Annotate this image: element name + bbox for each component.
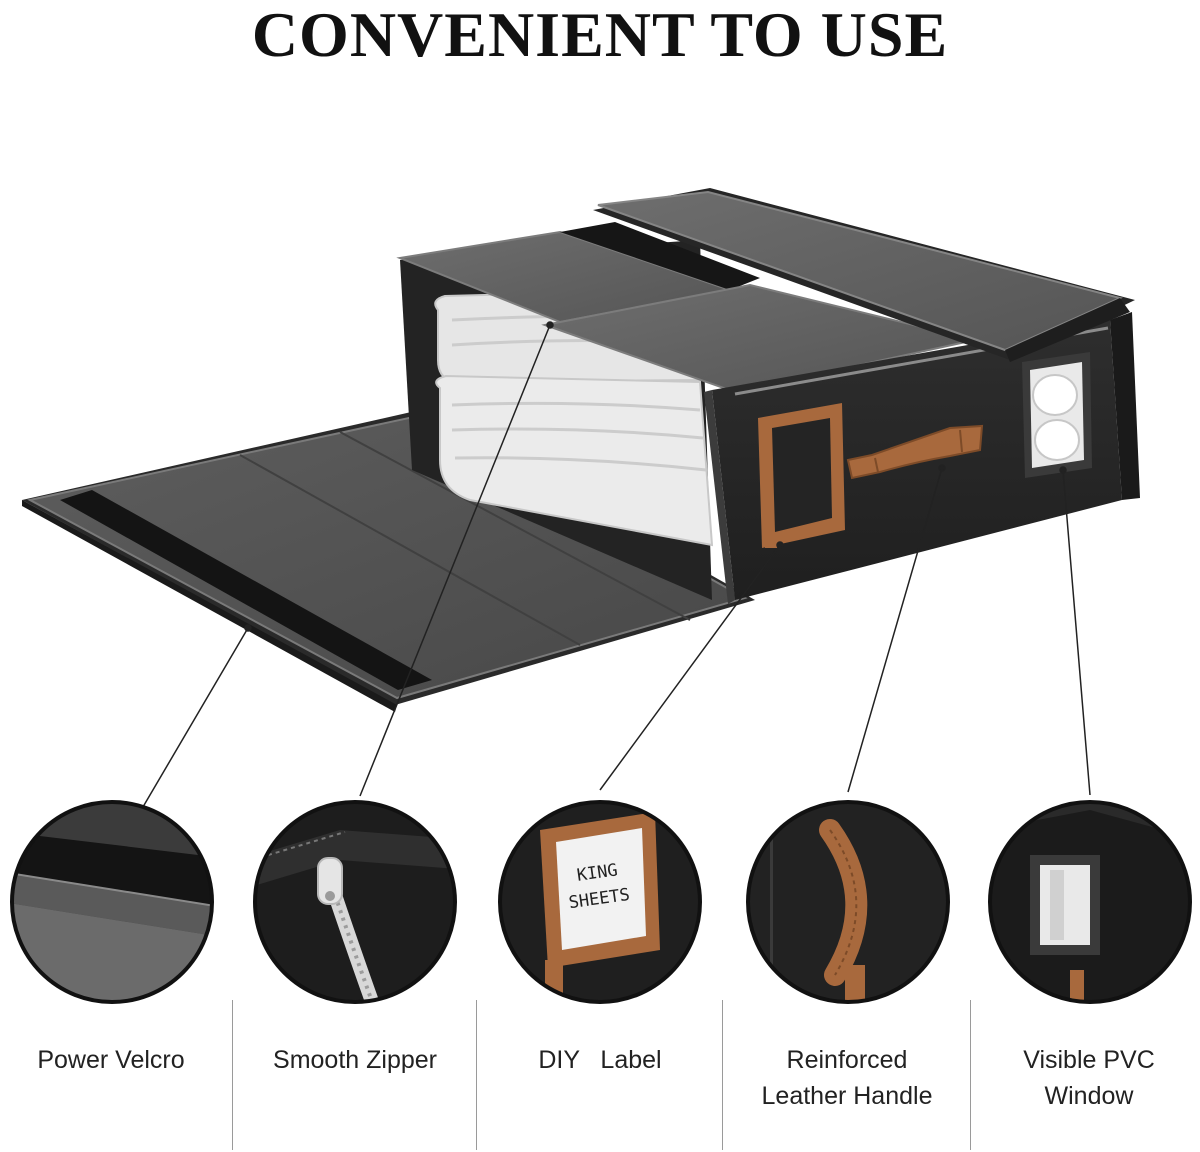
feature-label-diy: DIY Label	[538, 1046, 662, 1074]
feature-label-handle: Reinforced Leather Handle	[761, 1046, 933, 1110]
page-title: CONVENIENT TO USE	[251, 0, 949, 70]
divider-3	[722, 1000, 723, 1150]
detail-circle-handle	[746, 800, 950, 1004]
detail-circle-zipper	[253, 800, 457, 1004]
divider-1	[232, 1000, 233, 1150]
feature-label-window: Visible PVC Window	[1023, 1046, 1155, 1110]
label-frame	[758, 403, 845, 548]
divider-4	[970, 1000, 971, 1150]
box-lid	[593, 188, 1135, 362]
open-flap	[22, 410, 755, 712]
divider-2	[476, 1000, 477, 1150]
detail-circle-velcro	[10, 800, 214, 1004]
pvc-window	[1022, 352, 1092, 478]
velcro-strip	[60, 490, 432, 690]
detail-circle-label: KING SHEETS	[498, 800, 702, 1004]
feature-label-velcro: Power Velcro	[37, 1046, 185, 1074]
leather-handle	[846, 424, 984, 480]
detail-circle-window	[988, 800, 1192, 1004]
callout-lines	[139, 321, 1091, 813]
feature-label-zipper: Smooth Zipper	[273, 1046, 437, 1074]
